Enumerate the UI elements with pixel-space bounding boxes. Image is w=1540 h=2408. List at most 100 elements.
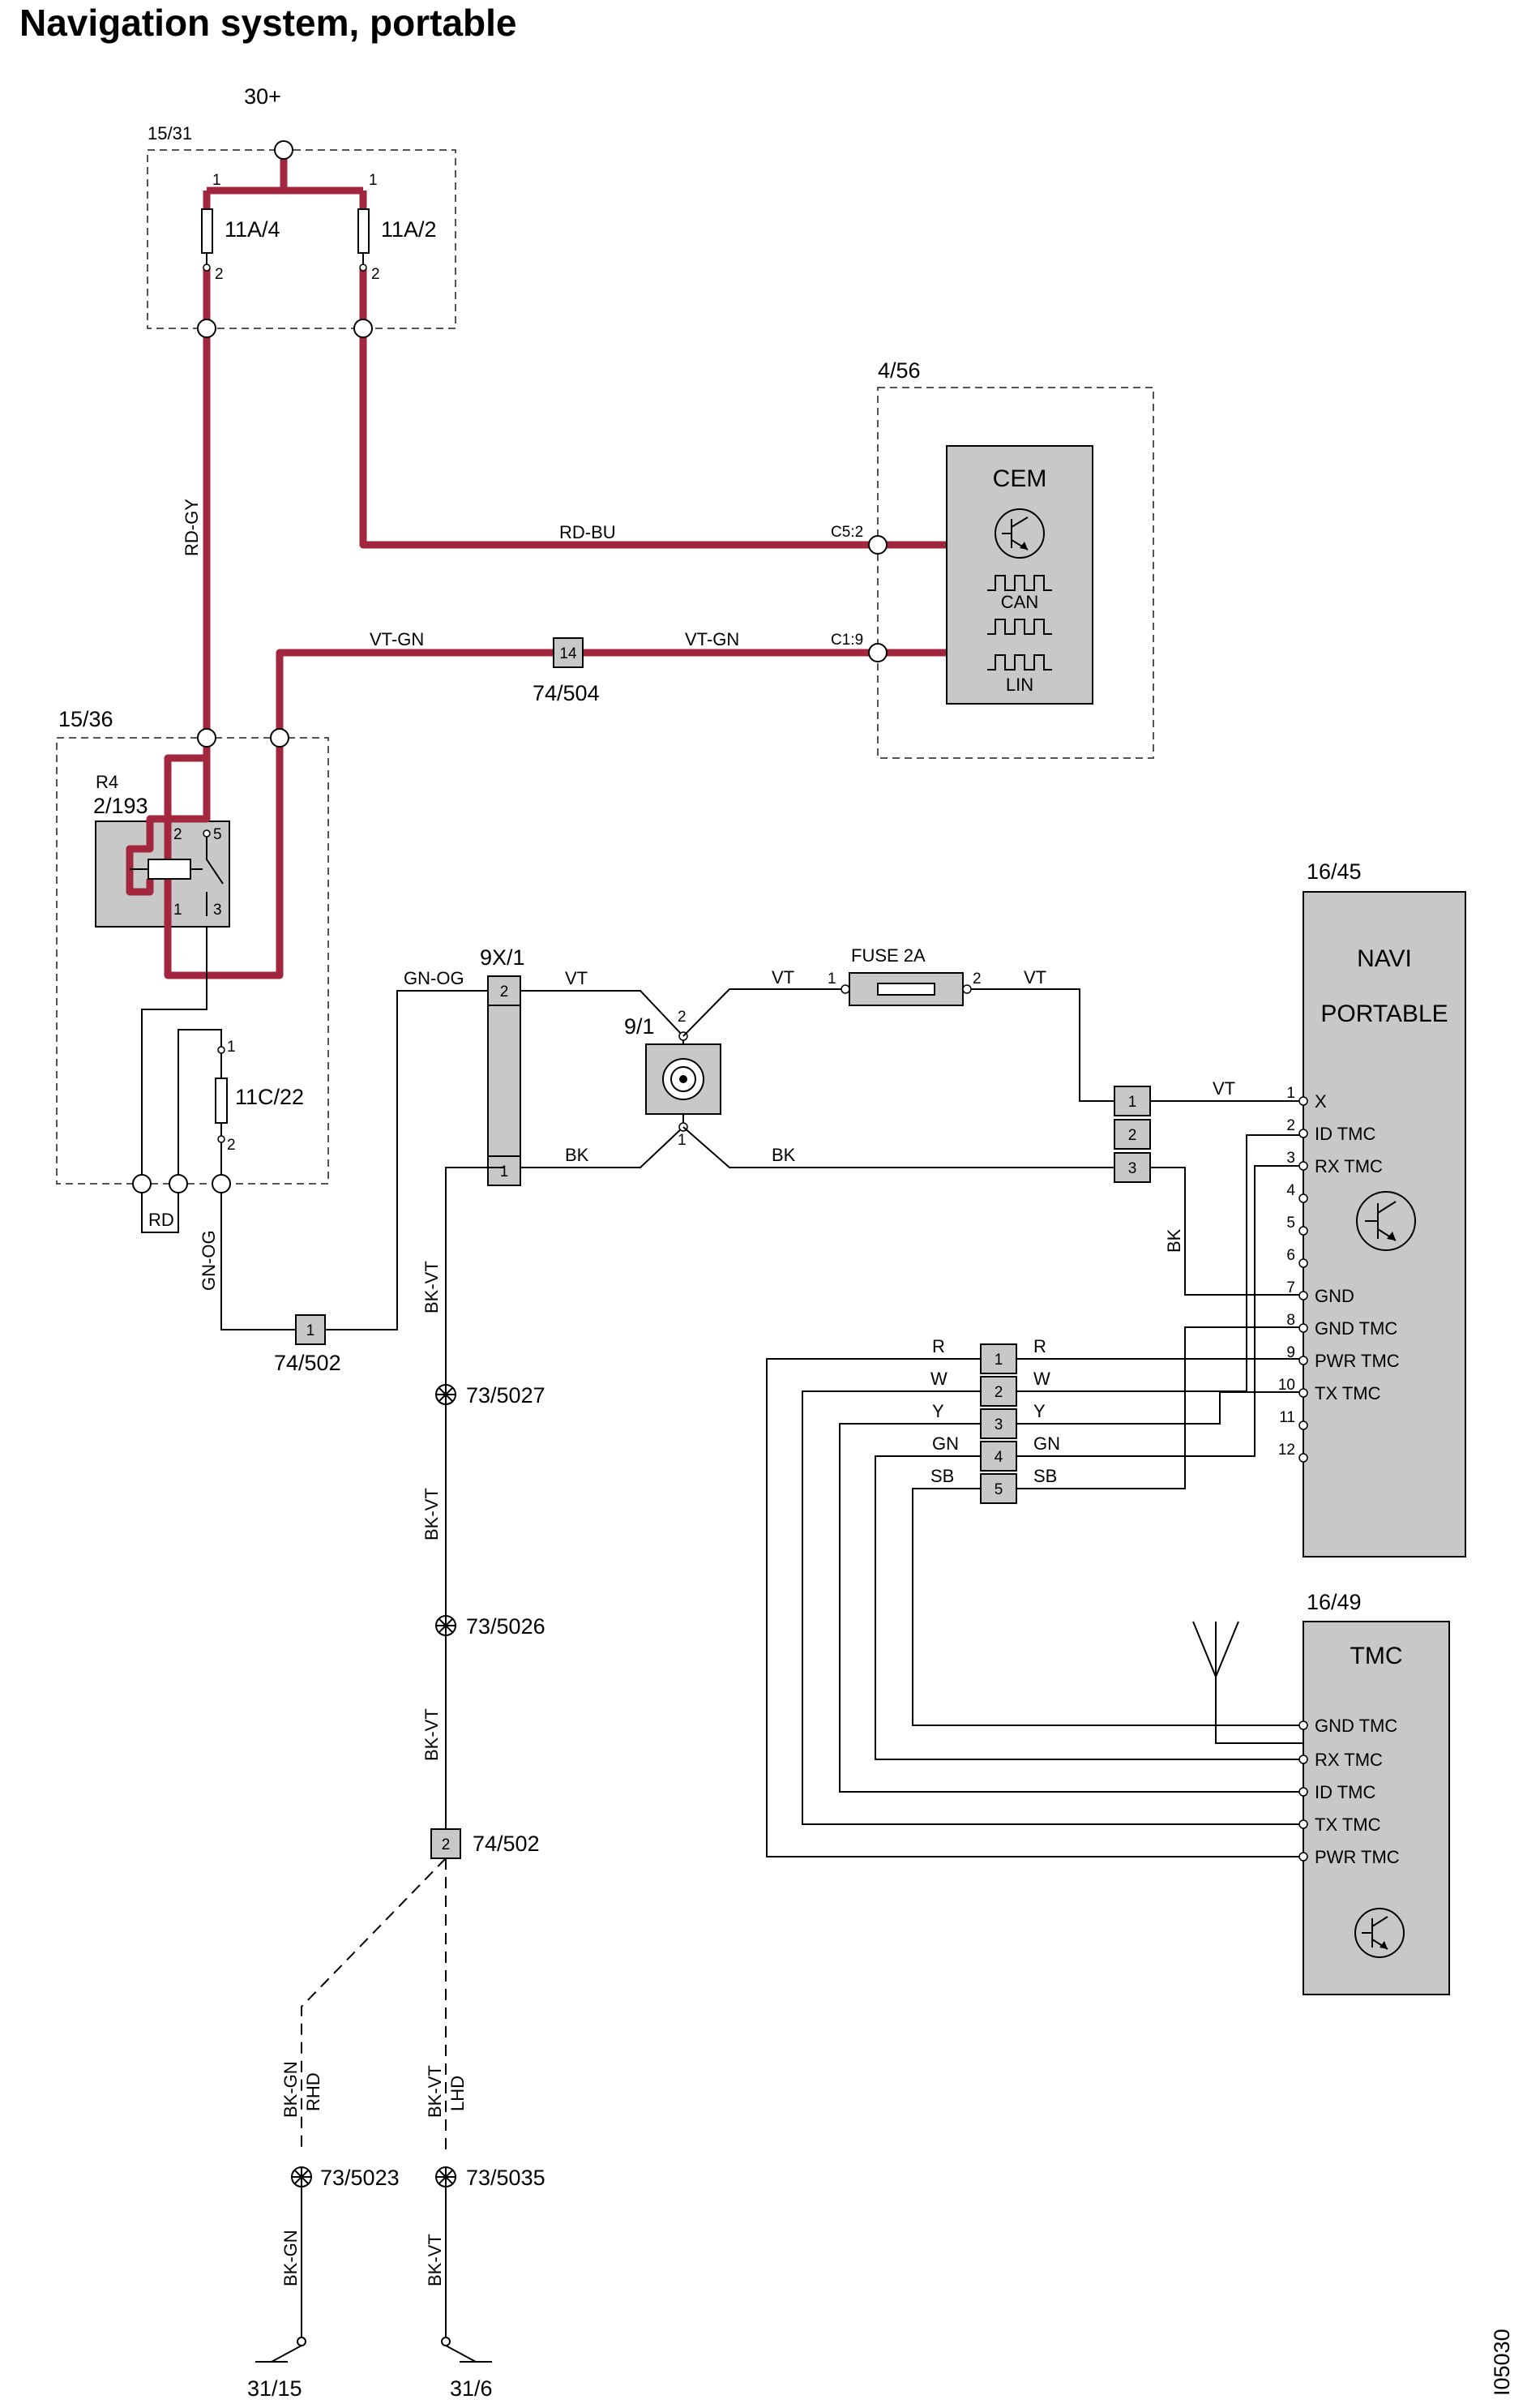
navi-pin-number: 7: [1286, 1279, 1295, 1296]
connector-3pin-pin-2: [1114, 1119, 1151, 1150]
relay-id-label: 2/193: [93, 794, 148, 818]
connector-9x1-pin-1-label: 1: [500, 1163, 509, 1180]
wire-label-rd-gy: RD-GY: [182, 499, 202, 556]
wire-w: [1016, 1134, 1303, 1392]
navi-pin: [1298, 1226, 1308, 1236]
fuse-box-terminal: [197, 319, 216, 338]
antenna-icon: [1192, 1621, 1303, 1744]
wire-label-r: R: [1033, 1336, 1046, 1356]
relay-pin: [203, 829, 211, 838]
navi-pin-name: X: [1315, 1091, 1327, 1112]
navi-name-line1: NAVI: [1357, 945, 1412, 972]
ground-splice-73-5035: [435, 2166, 456, 2187]
fuse-11a2-label: 11A/2: [381, 217, 437, 242]
navi-pin-number: 4: [1286, 1182, 1295, 1199]
supply-terminal: [274, 140, 293, 160]
tmc-pin: [1298, 1819, 1308, 1829]
wire-bk: [682, 1126, 1114, 1168]
lin-signal-icon: [987, 654, 1052, 671]
wire-y: [839, 1423, 1303, 1793]
relay-box-terminal: [169, 1174, 188, 1193]
fuse-2a-pin: [962, 984, 972, 994]
tmc-pin: [1298, 1787, 1308, 1797]
relay-box-terminal: [270, 728, 289, 748]
navi-pin: [1298, 1129, 1308, 1138]
connector-3pin-label: 3: [1128, 1160, 1137, 1177]
navi-pin: [1298, 1388, 1308, 1398]
relay-pin-2-label: 2: [173, 826, 182, 843]
wire-label-rd-bu: RD-BU: [559, 522, 616, 542]
navi-pin: [1298, 1323, 1308, 1333]
wire-label-w: W: [1033, 1369, 1050, 1389]
navi-name-line2: PORTABLE: [1320, 1000, 1448, 1027]
connector-5pin: 1 2 3 4 5: [980, 1343, 1017, 1504]
navi-pin-name: TX TMC: [1315, 1383, 1381, 1403]
supply-label: 30+: [244, 84, 281, 109]
wire-label-bk-vt: BK-VT: [421, 1708, 442, 1761]
wire-bk: [520, 1126, 684, 1168]
wire-label-bk-vt: BK-VT: [421, 1488, 442, 1540]
transistor-icon: [1354, 1908, 1405, 1958]
fuse-11a4-label: 11A/4: [225, 217, 280, 242]
wire-label-bk-vt: BK-VT: [421, 1261, 442, 1313]
connector-3pin-pin-1: [1114, 1086, 1151, 1116]
fuse-pin-label: 2: [371, 266, 380, 283]
ground-symbol-icon: [255, 2337, 306, 2363]
fuse-11a2-icon: [357, 208, 370, 254]
relay-coil-wire: [126, 758, 211, 896]
relay-box-terminal: [212, 1174, 231, 1193]
connector-74-502-pin-2: [430, 1828, 461, 1859]
tmc-pin-name: RX TMC: [1315, 1750, 1383, 1770]
wire-sb: [1016, 1326, 1303, 1489]
figure-id: I05030: [1490, 2329, 1514, 2396]
fuse-pin: [359, 264, 367, 272]
wire-label-vt-gn: VT-GN: [370, 629, 424, 649]
fuse-pin-label: 2: [227, 1137, 236, 1154]
tmc-module: [1303, 1621, 1450, 1995]
wire-gn: [875, 1455, 1303, 1760]
wire-label-vt: VT: [772, 967, 794, 988]
relay-coil-icon: [148, 859, 191, 880]
connector-9x1: [487, 975, 521, 1186]
wire-label-vt: VT: [1024, 967, 1046, 988]
page-title: Navigation system, portable: [19, 2, 517, 44]
connector-74-504: [553, 637, 584, 668]
navi-box-label: 16/45: [1307, 859, 1362, 884]
navi-pin: [1298, 1193, 1308, 1203]
connector-5pin-label: 3: [995, 1416, 1003, 1433]
fuse-pin: [203, 264, 211, 272]
cem-lin-label: LIN: [1006, 675, 1033, 695]
wire-label-r: R: [932, 1336, 945, 1356]
supply-bus-wire: [203, 150, 367, 211]
navi-portable-module: [1303, 891, 1466, 1557]
fuse-pin-label: 1: [227, 1039, 236, 1056]
wire-label-bk-vt: BK-VT: [425, 2234, 445, 2286]
wire-rd-bu: [359, 268, 947, 549]
ground-splice-5035-label: 73/5035: [466, 2166, 545, 2190]
wire-vt-gn: [276, 649, 947, 738]
connector-9x1-label: 9X/1: [480, 945, 525, 970]
relay-box-label: 15/36: [58, 707, 113, 731]
navi-pin-name: ID TMC: [1315, 1124, 1375, 1144]
fuse-11c22-icon: [215, 1078, 228, 1124]
fuse-pin-label: 2: [215, 266, 224, 283]
cem-terminal-c19: [868, 643, 888, 662]
wire-rhd-branch: [301, 1857, 447, 2153]
wire-label-sb: SB: [930, 1466, 954, 1486]
rhd-label: RHD: [303, 2072, 323, 2111]
tmc-pin: [1298, 1755, 1308, 1764]
connector-74-502: [295, 1314, 326, 1345]
connector-5pin-label: 5: [995, 1481, 1003, 1498]
relay-ref-label: R4: [96, 772, 118, 792]
ground-splice-73-5026: [435, 1615, 456, 1636]
wire-gn-og: [325, 990, 488, 1330]
navi-pin-name: RX TMC: [1315, 1156, 1383, 1176]
fuse-11a4-icon: [201, 208, 213, 254]
wire-label-gn-og: GN-OG: [199, 1230, 219, 1291]
connector-502-pin-1: 1: [306, 1322, 315, 1339]
navi-pin-number: 1: [1286, 1085, 1295, 1102]
connector-502-pin-2-label: 2: [442, 1836, 451, 1853]
cem-pin-c52-label: C5:2: [831, 524, 863, 541]
